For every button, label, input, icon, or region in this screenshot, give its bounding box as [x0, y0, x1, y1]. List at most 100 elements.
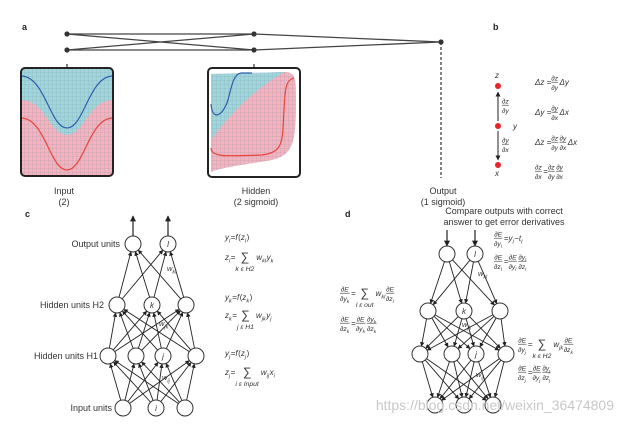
- equation-variable: wkl: [478, 269, 488, 280]
- equation-variable: yj: [224, 349, 231, 360]
- panel-b-label: b: [493, 22, 499, 32]
- equation-variable: zj: [240, 349, 247, 360]
- unit-node: [127, 347, 145, 365]
- connection-arrow: [434, 314, 500, 351]
- summation-range: j ε H1: [236, 324, 254, 331]
- connection-arrow: [426, 358, 487, 401]
- equation-text: ∂: [533, 375, 536, 382]
- fraction: ∂E∂yj: [518, 338, 527, 356]
- output-sublabel: (1 sigmoid): [421, 197, 466, 207]
- equation-text: (: [240, 293, 243, 302]
- equation-variable: yj: [265, 311, 272, 322]
- equation-variable: wkl: [256, 253, 267, 264]
- equation-text: ∂y: [502, 108, 509, 115]
- equation-text: (: [238, 349, 241, 358]
- equation-text: (: [238, 233, 241, 242]
- fraction: ∂y∂x: [551, 106, 559, 122]
- equation-variable: yk: [266, 253, 275, 264]
- connection-arrow: [425, 316, 459, 349]
- panel-d-equations: ∂E∂yl = yl − tl∂E∂zl = ∂E∂yl∂yl∂zl∂E∂yk …: [340, 232, 573, 384]
- node-label-j: j: [161, 352, 164, 361]
- equation-variable: yl: [496, 241, 502, 250]
- layer-label-h2: Hidden units H2: [40, 300, 104, 310]
- equation-text: −: [514, 234, 519, 243]
- connection-arrow: [469, 316, 501, 349]
- equation-variable: wjk: [462, 320, 472, 331]
- equation-variable: zj: [224, 368, 231, 379]
- unit-node: [114, 399, 132, 417]
- equation-variable: f: [235, 349, 238, 358]
- equation-text: ∂: [340, 296, 343, 303]
- output-node: [438, 39, 444, 45]
- equation-variable: zk: [342, 326, 349, 335]
- equation-variable: yk: [369, 317, 376, 326]
- connection-arrow: [119, 312, 134, 349]
- equation-text: =: [504, 257, 509, 266]
- hidden-label: Hidden: [242, 186, 271, 196]
- equation-text: =: [231, 253, 236, 262]
- fraction: ∂y∂x: [556, 165, 564, 181]
- connection-arrow: [160, 361, 192, 402]
- equation-text: ∂z: [535, 165, 542, 172]
- connection-arrow: [118, 251, 133, 298]
- hidden-plot-frame: [207, 67, 301, 178]
- equation-text: ∂y: [502, 138, 509, 145]
- equation-text: ): [247, 349, 250, 358]
- connection-arrow: [493, 361, 505, 398]
- equation-variable: yj: [520, 347, 526, 356]
- node-label-j: j: [474, 350, 477, 359]
- connection-arrow: [426, 314, 494, 351]
- equation-text: ∂: [494, 264, 497, 271]
- forward-equation: yk = f(zk): [224, 293, 253, 304]
- equation-variable: yk: [342, 296, 349, 305]
- node-y-label: y: [512, 122, 518, 131]
- equation-variable: yl: [521, 255, 527, 264]
- connection-arrow: [453, 318, 463, 347]
- fraction: ∂E∂yk: [340, 287, 350, 305]
- panel-c-label: c: [25, 209, 30, 219]
- unit-node: [443, 345, 461, 363]
- panel-d-label: d: [345, 209, 351, 219]
- connection-arrow: [127, 361, 159, 402]
- unit-node: [455, 302, 473, 320]
- equation-variable: wjk: [256, 311, 267, 322]
- sigma-symbol: ∑: [538, 337, 547, 351]
- node-z-label: z: [494, 71, 499, 80]
- connection-arrow: [429, 261, 445, 304]
- layer-label-input: Input units: [70, 403, 112, 413]
- equation-text: ∂x: [535, 174, 542, 181]
- connection-arrow: [479, 317, 497, 348]
- unit-node: [466, 245, 484, 263]
- node-label-l: l: [474, 250, 476, 259]
- hidden-node: [251, 47, 257, 53]
- equation-text: ∂E: [518, 338, 526, 345]
- connection-arrow: [123, 308, 190, 353]
- fraction: ∂E∂zk: [563, 338, 573, 356]
- fraction: ∂z ∂x: [535, 165, 542, 181]
- equation-variable: f: [237, 293, 240, 302]
- unit-node: [177, 296, 195, 314]
- unit-node: [491, 302, 509, 320]
- chain-rule-equation: Δz = ∂z∂y Δy: [534, 76, 570, 92]
- equation-text: ): [250, 293, 253, 302]
- unit-node: [438, 245, 456, 263]
- forward-equation: yl = f(zl): [224, 233, 250, 244]
- equation-text: =: [232, 311, 237, 320]
- connection-arrow: [108, 312, 118, 349]
- connection-arrow: [441, 358, 500, 401]
- fraction: ∂E∂zj: [518, 366, 527, 384]
- connection-arrow: [113, 361, 151, 403]
- fraction: ∂E∂zk: [340, 317, 350, 335]
- fraction: ∂E∂yk: [355, 317, 366, 335]
- equation-text: ∂E: [357, 317, 365, 324]
- equation-variable: zk: [369, 326, 376, 335]
- equation-variable: wij: [476, 370, 485, 381]
- equation-text: ∂: [518, 255, 521, 262]
- equation-text: ∂: [367, 317, 370, 324]
- connection-arrow: [156, 310, 192, 351]
- equation-text: ∂y: [551, 106, 558, 113]
- equation-variable: zl: [521, 264, 527, 273]
